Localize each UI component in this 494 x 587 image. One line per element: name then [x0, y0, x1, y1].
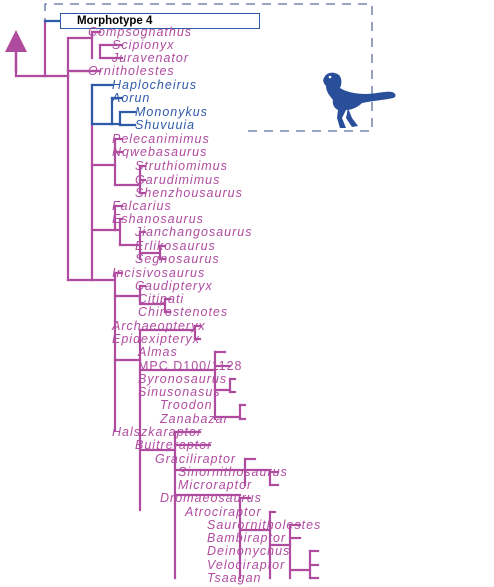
taxon-label: Jianchangosaurus	[135, 225, 253, 239]
taxon-label: Byronosaurus	[138, 372, 228, 386]
taxon-label: Shuvuuia	[135, 118, 196, 132]
taxon-label: Ornitholestes	[88, 64, 175, 78]
legend-box: Morphotype 4	[60, 13, 260, 29]
taxon-label: Archaeopteryx	[112, 319, 206, 333]
taxon-label: Almas	[138, 345, 178, 359]
branches	[14, 19, 320, 580]
taxon-label: Saurornitholestes	[207, 518, 322, 532]
taxon-label: Sinornithosaurus	[178, 465, 288, 479]
taxon-label: MPC D100/1128	[138, 359, 243, 373]
taxon-label: Segnosaurus	[135, 252, 220, 266]
taxon-label: Nqwebasaurus	[112, 145, 208, 159]
taxon-label: Troodon	[160, 398, 213, 412]
taxon-label: Buitreraptor	[135, 438, 213, 452]
taxon-label: Chirostenotes	[138, 305, 229, 319]
taxon-label: Haplocheirus	[112, 78, 197, 92]
taxon-label: Mononykus	[135, 105, 208, 119]
taxon-label: Sinusonasus	[138, 385, 221, 399]
taxon-label: Pelecanimimus	[112, 132, 210, 146]
taxon-label: Halszkaraptor	[112, 425, 203, 439]
taxon-label: Velociraptor	[207, 558, 286, 572]
taxon-label: Scipionyx	[112, 38, 175, 52]
highlight-box-dashed	[44, 3, 373, 132]
taxon-label: Microraptor	[178, 478, 253, 492]
taxon-label: Incisivosaurus	[112, 266, 206, 280]
taxon-label: Garudimimus	[135, 173, 221, 187]
taxon-label: Zanabazar	[160, 412, 229, 426]
legend-label: Morphotype 4	[77, 15, 153, 27]
taxon-label: Deinonychus	[207, 544, 291, 558]
taxon-label: Atrociraptor	[185, 505, 262, 519]
taxon-label: Dromaeosaurus	[160, 491, 262, 505]
taxon-label: Tsaagan	[207, 571, 262, 585]
taxon-label: Aorun	[112, 91, 151, 105]
taxon-label: Erlikosaurus	[135, 239, 216, 253]
taxon-label: Bambiraptor	[207, 531, 287, 545]
dinosaur-silhouette-icon	[323, 72, 396, 128]
taxon-label: Citipati	[138, 292, 185, 306]
up-arrow-icon	[5, 30, 27, 72]
taxon-label: Graciliraptor	[155, 452, 237, 466]
taxon-label: Shenzhousaurus	[135, 186, 243, 200]
taxon-label: Juravenator	[112, 51, 190, 65]
taxon-label: Caudipteryx	[135, 279, 213, 293]
taxon-label: Falcarius	[112, 199, 172, 213]
taxon-label: Compsognathus	[88, 25, 193, 39]
taxon-label: Eshanosaurus	[112, 212, 204, 226]
taxon-label: Epidexipteryx	[112, 332, 201, 346]
taxon-label: Struthiomimus	[135, 159, 228, 173]
